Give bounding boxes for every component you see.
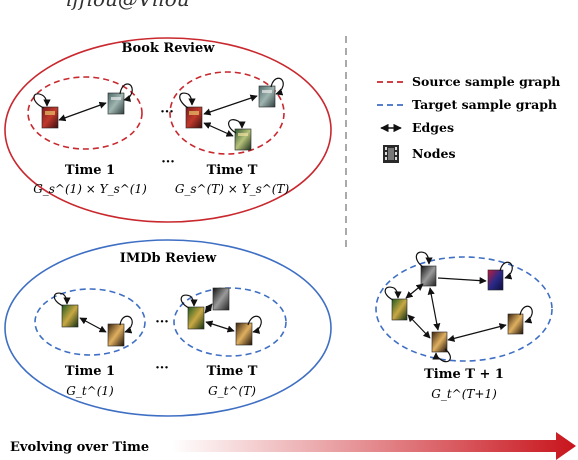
ellipsis: ··· <box>155 361 169 376</box>
graph-edge <box>447 323 507 342</box>
header-fragment: iffiou@Viiou <box>66 0 190 11</box>
book-node <box>107 92 125 115</box>
self-loop-edge <box>247 315 262 334</box>
source-domain-ellipse <box>4 37 332 223</box>
ellipsis: ··· <box>160 105 174 120</box>
legend-edges-label: Edges <box>412 120 454 135</box>
graph-edge <box>405 283 424 299</box>
graph-edge <box>58 101 107 122</box>
movie-node <box>235 322 253 346</box>
self-loop-edge <box>384 286 402 301</box>
formula: G_t^(T+1) <box>431 387 497 401</box>
time-label: Time T <box>207 364 258 379</box>
movie-node <box>391 298 408 321</box>
formula: G_s^(T) × Y_s^(T) <box>175 182 290 196</box>
movie-node <box>61 304 79 328</box>
self-loop-edge <box>415 251 433 268</box>
target-domain-ellipse <box>4 239 332 417</box>
book-node <box>258 85 276 108</box>
graph-edge <box>437 277 487 285</box>
movie-node <box>431 331 448 353</box>
source-graph-time-1 <box>27 76 143 150</box>
target-graph-time-T <box>173 287 287 357</box>
formula: G_t^(T) <box>208 384 256 398</box>
legend-target-label: Target sample graph <box>412 97 557 112</box>
self-loop-edge <box>179 92 196 109</box>
self-loop-edge <box>119 83 133 102</box>
time-label: Time T + 1 <box>424 367 504 382</box>
self-loop-edge <box>270 77 284 96</box>
book-node <box>41 106 59 129</box>
graph-edge <box>407 314 431 339</box>
self-loop-edge <box>519 305 533 324</box>
formula: G_t^(1) <box>66 384 114 398</box>
self-loop-edge <box>53 292 71 307</box>
movie-node <box>187 306 205 330</box>
source-domain-group: Book Review ··· <box>4 37 332 223</box>
legend: Source sample graph Target sample graph … <box>377 74 560 163</box>
movie-node <box>420 265 437 287</box>
self-loop-edge <box>499 261 513 280</box>
ellipsis: ··· <box>155 315 169 330</box>
timeline: Evolving over Time <box>10 432 576 460</box>
graph-edge <box>203 94 258 116</box>
target-domain-title: IMDb Review <box>120 251 217 266</box>
timeline-label: Evolving over Time <box>10 440 149 455</box>
graph-edge <box>79 317 107 333</box>
graph-edge <box>205 320 235 333</box>
movie-node <box>107 323 125 347</box>
future-target-graph <box>375 256 553 362</box>
movie-node <box>212 287 230 311</box>
self-loop-edge <box>33 93 51 109</box>
movie-node <box>507 313 524 335</box>
movie-node <box>487 269 504 291</box>
film-strip-icon <box>383 145 399 163</box>
future-graph-group: Time T + 1 G_t^(T+1) <box>375 251 553 401</box>
legend-nodes-label: Nodes <box>412 146 456 161</box>
evolving-time-arrow <box>172 432 576 460</box>
graph-edge <box>204 303 213 314</box>
target-graph-time-1 <box>34 288 146 356</box>
time-label: Time 1 <box>65 163 115 178</box>
graph-edge <box>203 122 234 137</box>
source-graph-time-T <box>169 71 285 155</box>
ellipsis: ··· <box>161 155 175 170</box>
target-domain-group: IMDb Review ··· Time 1 ··· Time T G_ <box>4 239 332 417</box>
self-loop-edge <box>228 119 246 134</box>
self-loop-edge <box>119 315 133 334</box>
self-loop-edge <box>180 294 198 309</box>
formula: G_s^(1) × Y_s^(1) <box>33 182 147 196</box>
graph-edge <box>427 287 441 331</box>
book-node <box>234 128 252 151</box>
source-domain-title: Book Review <box>122 41 216 56</box>
legend-source-label: Source sample graph <box>412 74 560 89</box>
time-label: Time 1 <box>65 364 115 379</box>
self-loop-edge <box>432 348 451 363</box>
time-label: Time T <box>207 163 258 178</box>
book-node <box>185 106 203 129</box>
